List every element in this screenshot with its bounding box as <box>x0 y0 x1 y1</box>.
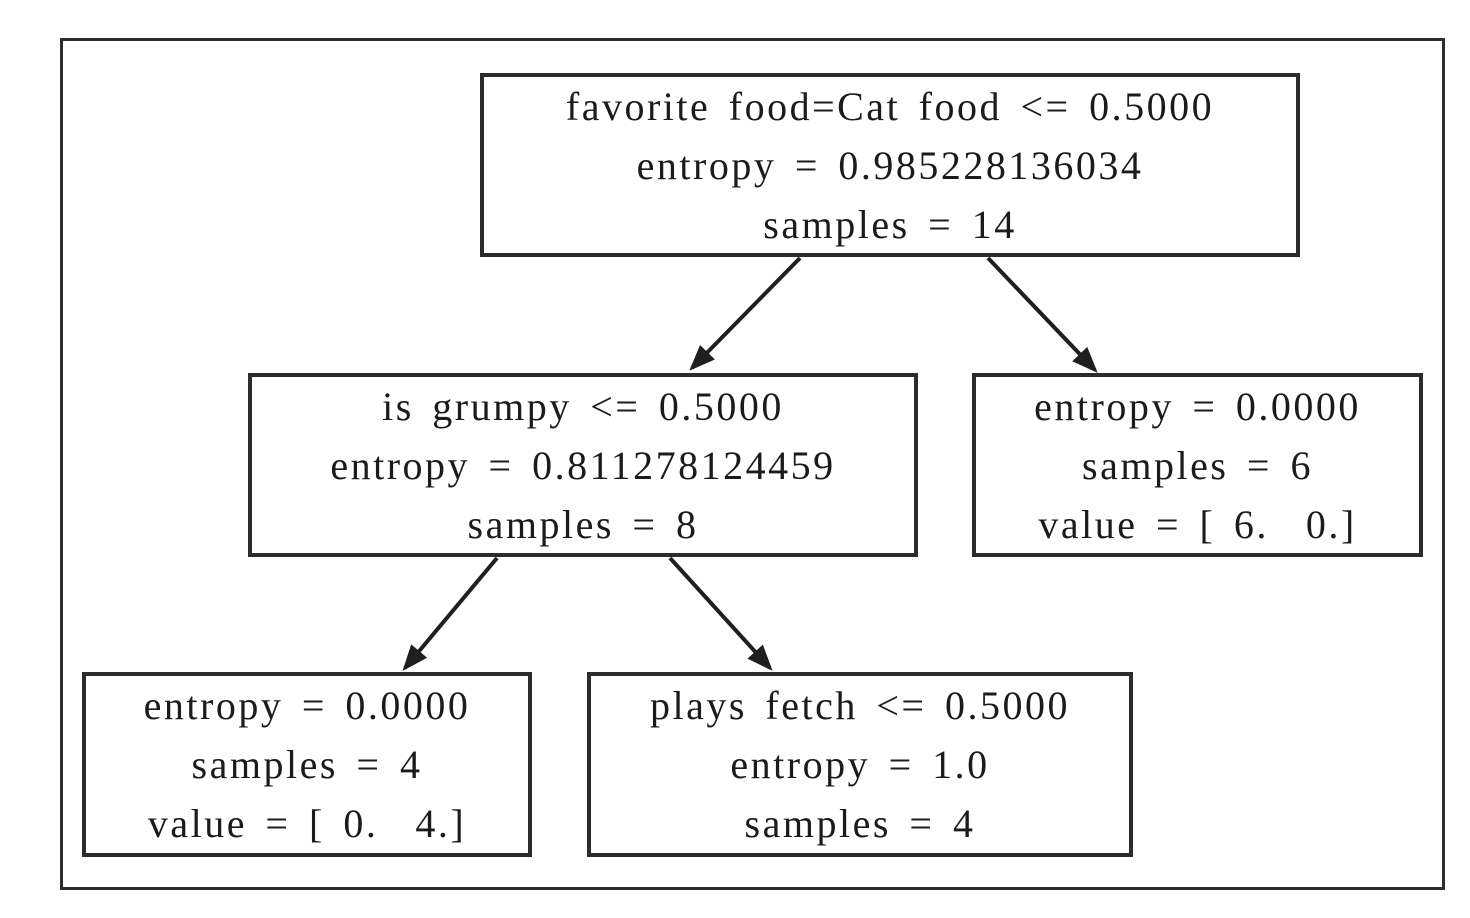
tree-node-leaf-left: entropy = 0.0000 samples = 4 value = [ 0… <box>82 672 532 857</box>
node-samples-line: samples = 8 <box>467 501 699 547</box>
node-entropy-line: entropy = 0.811278124459 <box>330 442 836 488</box>
node-condition-line: favorite food=Cat food <= 0.5000 <box>565 83 1215 129</box>
node-samples-line: samples = 4 <box>744 801 976 846</box>
node-entropy-line: entropy = 0.985228136034 <box>636 142 1144 188</box>
tree-node-plays-fetch: plays fetch <= 0.5000 entropy = 1.0 samp… <box>587 672 1133 857</box>
node-entropy-line: entropy = 0.0000 <box>1034 383 1361 429</box>
node-condition-line: is grumpy <= 0.5000 <box>382 383 784 429</box>
node-value-line: value = [ 6. 0.] <box>1038 501 1357 547</box>
tree-node-root: favorite food=Cat food <= 0.5000 entropy… <box>480 73 1300 257</box>
node-entropy-line: entropy = 0.0000 <box>143 683 471 728</box>
node-samples-line: samples = 6 <box>1082 442 1313 488</box>
node-samples-line: samples = 14 <box>763 201 1017 247</box>
node-samples-line: samples = 4 <box>191 742 423 787</box>
tree-node-is-grumpy: is grumpy <= 0.5000 entropy = 0.81127812… <box>248 373 918 557</box>
node-condition-line: plays fetch <= 0.5000 <box>650 683 1070 728</box>
node-value-line: value = [ 0. 4.] <box>147 801 467 846</box>
node-entropy-line: entropy = 1.0 <box>730 742 990 787</box>
tree-node-leaf-right: entropy = 0.0000 samples = 6 value = [ 6… <box>972 373 1423 557</box>
